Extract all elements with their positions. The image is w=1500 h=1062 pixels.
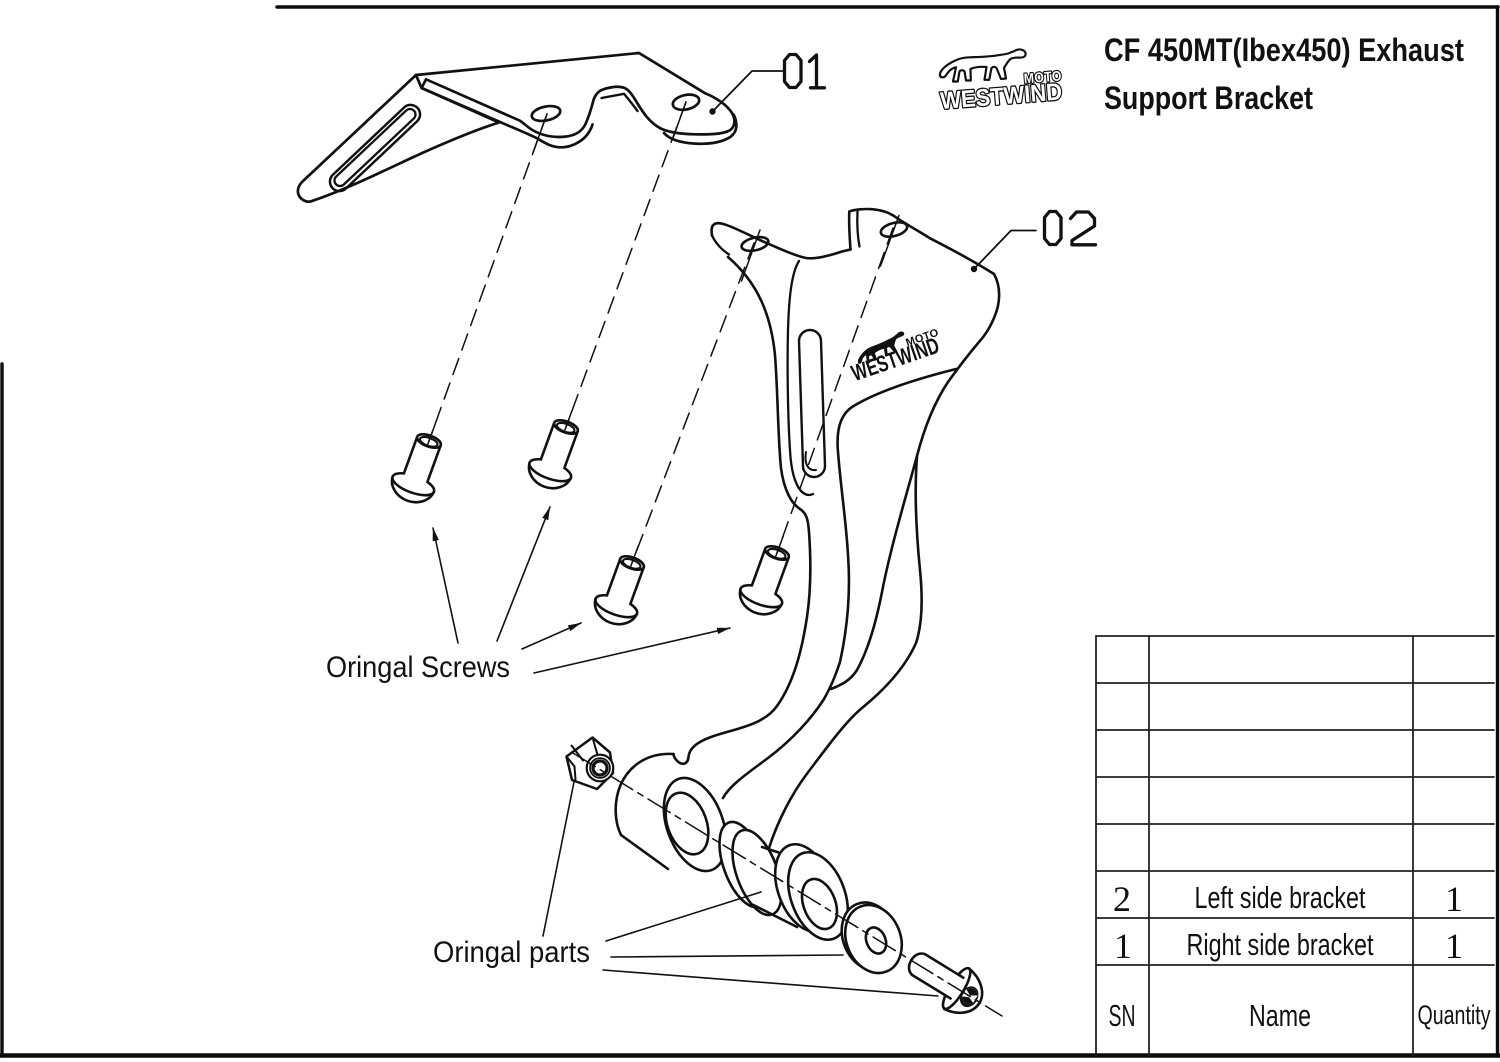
svg-text:Oringal Screws: Oringal Screws: [326, 651, 510, 684]
svg-text:2: 2: [1113, 879, 1131, 919]
svg-text:MOTO: MOTO: [1023, 67, 1062, 86]
svg-text:1: 1: [1114, 926, 1132, 966]
svg-text:CF 450MT(Ibex450) Exhaust: CF 450MT(Ibex450) Exhaust: [1104, 32, 1464, 68]
svg-text:1: 1: [1445, 879, 1463, 919]
svg-text:Quantity: Quantity: [1418, 1000, 1491, 1030]
svg-text:1: 1: [1445, 926, 1463, 966]
svg-text:Right side bracket: Right side bracket: [1187, 927, 1374, 962]
svg-text:Name: Name: [1249, 998, 1311, 1033]
svg-text:Support Bracket: Support Bracket: [1104, 80, 1313, 116]
svg-text:Oringal parts: Oringal parts: [433, 936, 590, 969]
svg-text:WESTWIND: WESTWIND: [939, 78, 1063, 114]
svg-text:SN: SN: [1109, 998, 1136, 1033]
svg-text:Left side bracket: Left side bracket: [1195, 880, 1366, 915]
